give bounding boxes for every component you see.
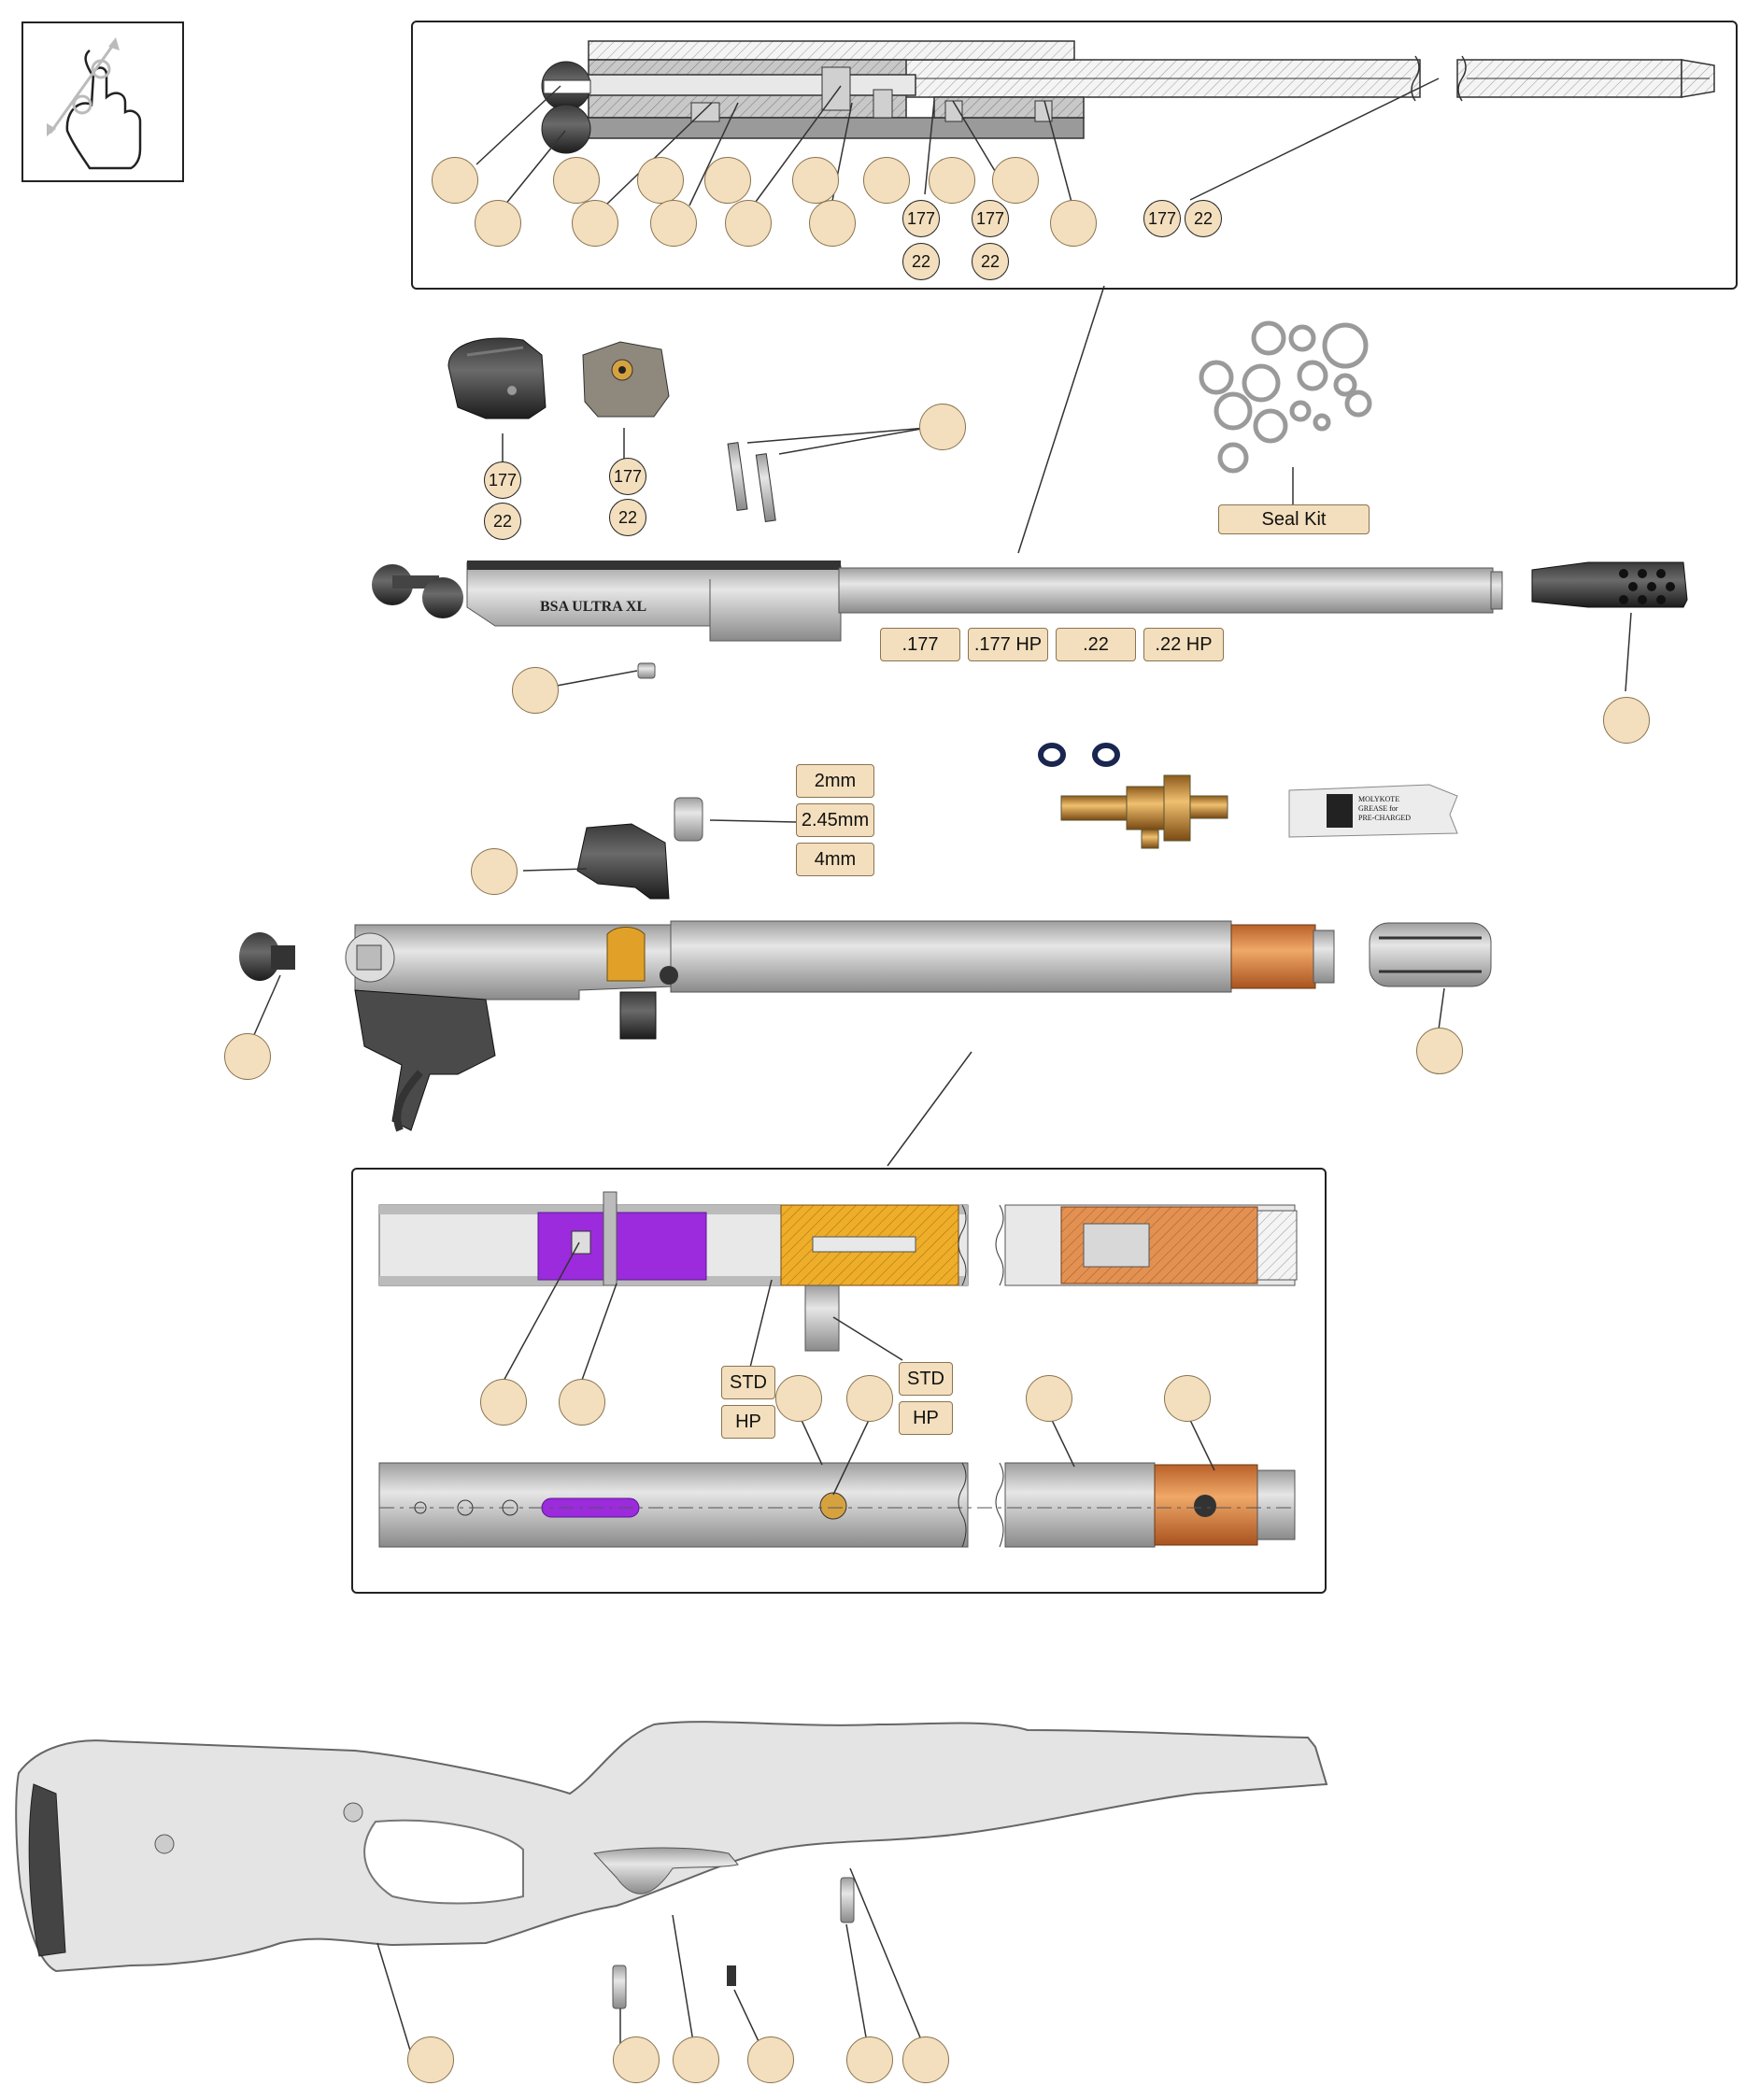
top-detail-frame <box>411 21 1738 290</box>
bolt-knob <box>239 932 295 981</box>
callout-detail-6[interactable] <box>650 200 697 247</box>
barrel-assembly: BSA ULTRA XL <box>372 560 1503 642</box>
grease-brand: MOLYKOTE <box>1358 795 1399 803</box>
section-leaders <box>502 1242 1215 1496</box>
transfer-port-4mm[interactable]: 4mm <box>796 843 874 876</box>
callout-hammer-pin[interactable] <box>559 1379 605 1426</box>
caliber-22-b[interactable]: 22 <box>972 243 1009 280</box>
callout-end-cap[interactable] <box>1416 1028 1463 1074</box>
callout-detail-3[interactable] <box>553 157 600 204</box>
callout-hammer[interactable] <box>480 1379 527 1426</box>
magazine-caliber-22[interactable]: 22 <box>484 503 521 540</box>
valve-std-left[interactable]: STD <box>721 1366 775 1399</box>
stock <box>15 1721 1328 1973</box>
callout-detail-10[interactable] <box>809 200 856 247</box>
cylinder-assembly <box>345 920 1335 1132</box>
callout-trigger-block[interactable] <box>471 848 518 895</box>
loader-caliber-177[interactable]: 177 <box>609 458 646 495</box>
grease-line2: GREASE for <box>1358 804 1398 813</box>
callout-detail-9[interactable] <box>792 157 839 204</box>
callout-guard-screw-small[interactable] <box>747 2036 794 2083</box>
callout-pins[interactable] <box>919 404 966 450</box>
caliber-22-a[interactable]: 22 <box>902 243 940 280</box>
callout-detail-7[interactable] <box>704 157 751 204</box>
valve-hp-right[interactable]: HP <box>899 1401 953 1435</box>
stock-leaders <box>376 1867 928 2054</box>
barrel-22-hp[interactable]: .22 HP <box>1143 628 1224 661</box>
callout-detail-4[interactable] <box>572 200 618 247</box>
callout-trigger-guard-screw[interactable] <box>613 2036 660 2083</box>
end-cap <box>1369 922 1492 987</box>
seal-kit-label[interactable]: Seal Kit <box>1218 504 1370 534</box>
grease-line3: PRE-CHARGED <box>1358 814 1411 822</box>
callout-bolt-knob-lower[interactable] <box>224 1033 271 1080</box>
pinch-zoom-icon <box>21 21 184 182</box>
trigger-guard <box>593 1847 739 1894</box>
magazine <box>447 337 547 419</box>
caliber-177-barrel[interactable]: 177 <box>1143 200 1181 237</box>
callout-valve-screw-a[interactable] <box>775 1375 822 1422</box>
callout-detail-11[interactable] <box>863 157 910 204</box>
callout-detail-13[interactable] <box>992 157 1039 204</box>
callout-trigger-guard[interactable] <box>673 2036 719 2083</box>
callout-valve-screw-b[interactable] <box>846 1375 893 1422</box>
valve-brass <box>1060 774 1228 849</box>
loader-caliber-22[interactable]: 22 <box>609 499 646 536</box>
engraving-text: BSA ULTRA XL <box>540 599 646 615</box>
transfer-port-insert <box>674 797 703 842</box>
caliber-177-a[interactable]: 177 <box>902 200 940 237</box>
silencer <box>1531 561 1688 608</box>
cylinder-cross-section <box>378 1191 1298 1548</box>
callout-detail-14[interactable] <box>1050 200 1097 247</box>
caliber-22-barrel[interactable]: 22 <box>1185 200 1222 237</box>
callout-detail-5[interactable] <box>637 157 684 204</box>
small-screw-black <box>727 1965 736 1986</box>
callout-regulator[interactable] <box>1164 1375 1211 1422</box>
grease-tube: MOLYKOTE GREASE for PRE-CHARGED <box>1288 784 1458 838</box>
callout-stock[interactable] <box>407 2036 454 2083</box>
single-shot-loader <box>582 341 670 418</box>
small-screw <box>637 662 656 679</box>
transfer-port-2mm[interactable]: 2mm <box>796 764 874 798</box>
breech-cross-section <box>541 40 1715 154</box>
trigger-block <box>576 823 670 900</box>
callout-detail-8[interactable] <box>725 200 772 247</box>
callout-bolt-knob[interactable] <box>475 200 521 247</box>
barrel-22[interactable]: .22 <box>1056 628 1136 661</box>
callout-stock-bolt[interactable] <box>846 2036 893 2083</box>
callout-detail-12[interactable] <box>929 157 975 204</box>
magazine-caliber-177[interactable]: 177 <box>484 461 521 499</box>
barrel-177-hp[interactable]: .177 HP <box>968 628 1048 661</box>
callout-silencer[interactable] <box>1603 697 1650 744</box>
callout-bolt-handle[interactable] <box>432 157 478 204</box>
callout-stock-washer[interactable] <box>902 2036 949 2083</box>
pins <box>727 442 776 523</box>
barrel-177[interactable]: .177 <box>880 628 960 661</box>
valve-std-right[interactable]: STD <box>899 1362 953 1396</box>
valve-orings <box>1038 743 1120 767</box>
valve-hp-left[interactable]: HP <box>721 1405 775 1439</box>
callout-barrel-screw[interactable] <box>512 667 559 714</box>
caliber-177-b[interactable]: 177 <box>972 200 1009 237</box>
seal-kit-rings <box>1199 320 1372 474</box>
stock-screws <box>612 1877 855 2009</box>
transfer-port-2.45mm[interactable]: 2.45mm <box>796 803 874 837</box>
callout-cylinder-tube[interactable] <box>1026 1375 1072 1422</box>
section-detail-frame <box>351 1168 1327 1594</box>
